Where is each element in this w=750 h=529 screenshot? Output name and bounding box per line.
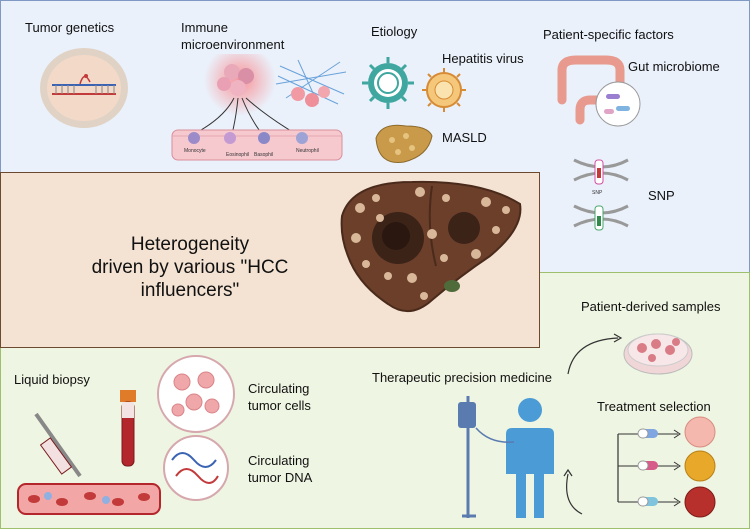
treatment-selection-label: Treatment selection	[597, 399, 711, 414]
ctc-label-line1: Circulating	[248, 381, 310, 396]
patient-derived-samples-label: Patient-derived samples	[581, 299, 721, 314]
patient-factors-label: Patient-specific factors	[543, 27, 674, 42]
precision-medicine-label: Therapeutic precision medicine	[372, 370, 552, 385]
gut-microbiome-icon	[557, 55, 641, 127]
treatment-selection-icon	[563, 416, 716, 518]
tumor-genetics-label: Tumor genetics	[25, 20, 115, 35]
hepatitis-virus-label: Hepatitis virus	[442, 51, 524, 66]
liquid-biopsy-icon	[17, 390, 161, 515]
snp-label: SNP	[648, 188, 675, 203]
patient-iv-icon	[458, 396, 554, 518]
cell-label-neutrophil: Neutrophil	[296, 148, 319, 154]
tumor-liver-icon	[340, 180, 522, 312]
headline-line1: Heterogeneity	[130, 234, 250, 255]
hepatitis-virus-icon	[422, 68, 466, 112]
liquid-biopsy-label: Liquid biopsy	[14, 372, 90, 387]
gut-microbiome-label: Gut microbiome	[628, 59, 720, 74]
virus-icon	[362, 57, 414, 109]
immune-label-line1: Immune	[181, 20, 228, 35]
petri-dish-icon	[623, 333, 693, 375]
immune-label-line2: microenvironment	[181, 37, 285, 52]
snp-small-label: SNP	[592, 190, 603, 196]
ctdna-label-line1: Circulating	[248, 453, 310, 468]
immune-microenvironment-icon: Monocyte Eosinophil Basophil Neutrophil	[171, 54, 347, 161]
cell-label-eosinophil: Eosinophil	[226, 152, 249, 158]
masld-label: MASLD	[442, 130, 487, 145]
circulating-cells-icons	[157, 355, 235, 501]
heterogeneity-headline: Heterogeneity driven by various "HCC inf…	[40, 233, 340, 302]
headline-line2: driven by various "HCC influencers"	[91, 257, 289, 301]
cell-label-basophil: Basophil	[254, 152, 273, 158]
snp-dna-icon: SNP	[573, 158, 629, 231]
ctc-label-line2: tumor cells	[248, 398, 311, 413]
cell-label-monocyte: Monocyte	[184, 148, 206, 154]
dna-cell-icon	[40, 48, 128, 128]
ctdna-label-line2: tumor DNA	[248, 470, 313, 485]
arrow-to-samples-icon	[567, 333, 623, 375]
etiology-label: Etiology	[371, 24, 418, 39]
fatty-liver-icon	[375, 124, 433, 163]
